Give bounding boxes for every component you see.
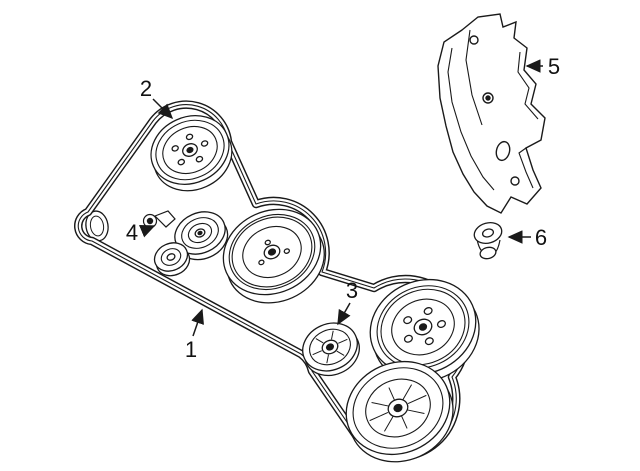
pulley-middle [174,211,229,261]
pulley-upper-right [369,278,480,383]
belt-cover-part5 [437,13,546,214]
pulley-idler-part3 [302,322,360,377]
callout-4-label: 4 [126,220,138,245]
pulley-lower-right [345,360,454,463]
pulley-top-part2 [150,115,233,192]
callout-5-label: 5 [548,54,560,79]
callout-3-label: 3 [346,278,358,303]
belt-left-tube-end [85,210,109,242]
grommet-part6 [473,221,503,260]
callout-1-label: 1 [185,337,197,362]
callout-2: 2 [140,76,174,120]
callout-3: 3 [337,278,358,326]
callout-2-label: 2 [140,76,152,101]
tensioner-fitting-part4 [142,210,176,229]
callout-6: 6 [507,225,547,250]
callout-5: 5 [525,54,560,79]
pulley-small-idler [153,242,191,277]
pulley-center-large [222,208,325,304]
callout-6-label: 6 [535,225,547,250]
callout-1: 1 [185,308,204,362]
callout-4: 4 [126,220,156,245]
